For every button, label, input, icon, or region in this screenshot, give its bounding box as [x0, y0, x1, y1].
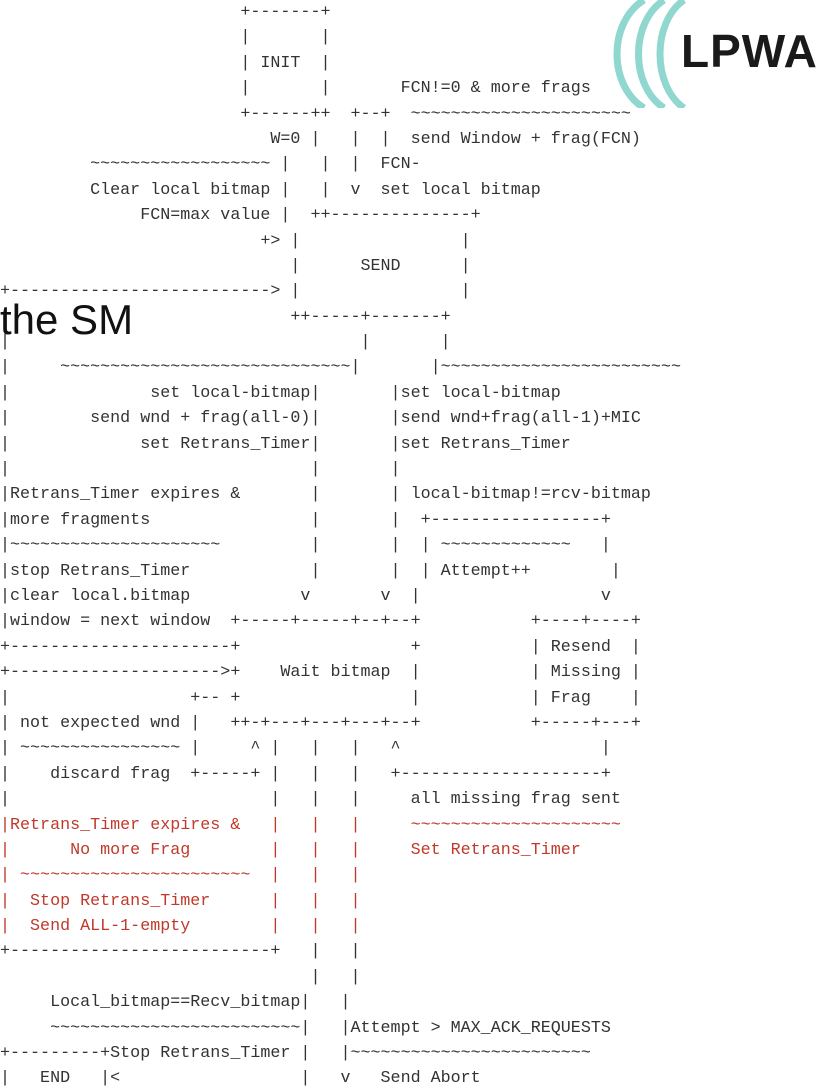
diagram-line: | send wnd + frag(all-0)| |send wnd+frag… [0, 409, 641, 429]
diagram-line: +------++ +--+ ~~~~~~~~~~~~~~~~~~~~~~ [0, 104, 631, 124]
diagram-line: +--------------------------> | | [0, 282, 471, 302]
diagram-line: FCN=max value | ++--------------+ [0, 206, 481, 226]
diagram-line: Local_bitmap==Recv_bitmap| | [0, 993, 351, 1013]
diagram-line: | ~~~~~~~~~~~~~~~~~~~~~~~ | | | [0, 866, 361, 886]
diagram-line: | +-- + | | Frag | [0, 688, 641, 708]
diagram-line: | | FCN!=0 & more frags [0, 79, 591, 99]
diagram-line: +---------+Stop Retrans_Timer | |~~~~~~~… [0, 1044, 591, 1064]
diagram-line: | | [0, 28, 331, 48]
diagram-line: |more fragments | | +-----------------+ [0, 510, 611, 530]
page-title: the SM [0, 296, 134, 343]
diagram-line: |~~~~~~~~~~~~~~~~~~~~~ | | | ~~~~~~~~~~~… [0, 536, 611, 556]
diagram-line: +----------------------+ + | Resend | [0, 637, 641, 657]
diagram-line: |Retrans_Timer expires & | | local-bitma… [0, 485, 651, 505]
diagram-line: | ~~~~~~~~~~~~~~~~ | ^ | | | ^ | [0, 739, 611, 759]
logo-arc-outer [613, 0, 647, 108]
diagram-line: | No more Frag | | | Set Retrans_Timer [0, 840, 581, 860]
diagram-line: | Send ALL-1-empty | | | [0, 917, 361, 937]
diagram-line: | ++-----+-------+ [0, 307, 451, 327]
diagram-line: | | | [0, 460, 401, 480]
diagram-line: | not expected wnd | ++-+---+---+---+--+… [0, 713, 641, 733]
logo-arc-mid [635, 0, 667, 108]
diagram-line: | set local-bitmap| |set local-bitmap [0, 383, 561, 403]
diagram-line: | discard frag +-----+ | | | +----------… [0, 764, 611, 784]
diagram-line: |Retrans_Timer expires & | | | ~~~~~~~~~… [0, 815, 621, 835]
diagram-line: |clear local.bitmap v v | v [0, 586, 611, 606]
diagram-line: +-------+ [0, 3, 331, 22]
diagram-line: | INIT | [0, 53, 331, 73]
diagram-line: Clear local bitmap | | v set local bitma… [0, 180, 541, 200]
diagram-line: | | | [0, 333, 451, 353]
logo-arc-inner [656, 0, 687, 108]
diagram-line: | SEND | [0, 256, 471, 276]
diagram-line: | | [0, 967, 361, 987]
diagram-line: | END |< | v Send Abort [0, 1069, 481, 1089]
lpwa-logo [613, 0, 687, 108]
diagram-line: | set Retrans_Timer| |set Retrans_Timer [0, 434, 571, 454]
diagram-line: | Stop Retrans_Timer | | | [0, 891, 361, 911]
diagram-line: |stop Retrans_Timer | | | Attempt++ | [0, 561, 621, 581]
logo-text: LPWA [681, 25, 816, 77]
diagram-line: |window = next window +-----+-----+--+--… [0, 612, 641, 632]
diagram-line: | ~~~~~~~~~~~~~~~~~~~~~~~~~~~~~| |~~~~~~… [0, 358, 681, 378]
diagram-line: +--------------------->+ Wait bitmap | |… [0, 663, 641, 683]
diagram-line: ~~~~~~~~~~~~~~~~~~~~~~~~~| |Attempt > MA… [0, 1018, 611, 1038]
diagram-line: ~~~~~~~~~~~~~~~~~~ | | | FCN- [0, 155, 421, 175]
diagram-line: | | | | all missing frag sent [0, 790, 621, 810]
diagram-line: W=0 | | | send Window + frag(FCN) [0, 129, 641, 149]
state-machine-diagram: +-------+ | | | INIT | | | FCN!=0 & more… [0, 3, 681, 1089]
diagram-line: +> | | [0, 231, 471, 251]
diagram-line: +--------------------------+ | | [0, 942, 361, 962]
